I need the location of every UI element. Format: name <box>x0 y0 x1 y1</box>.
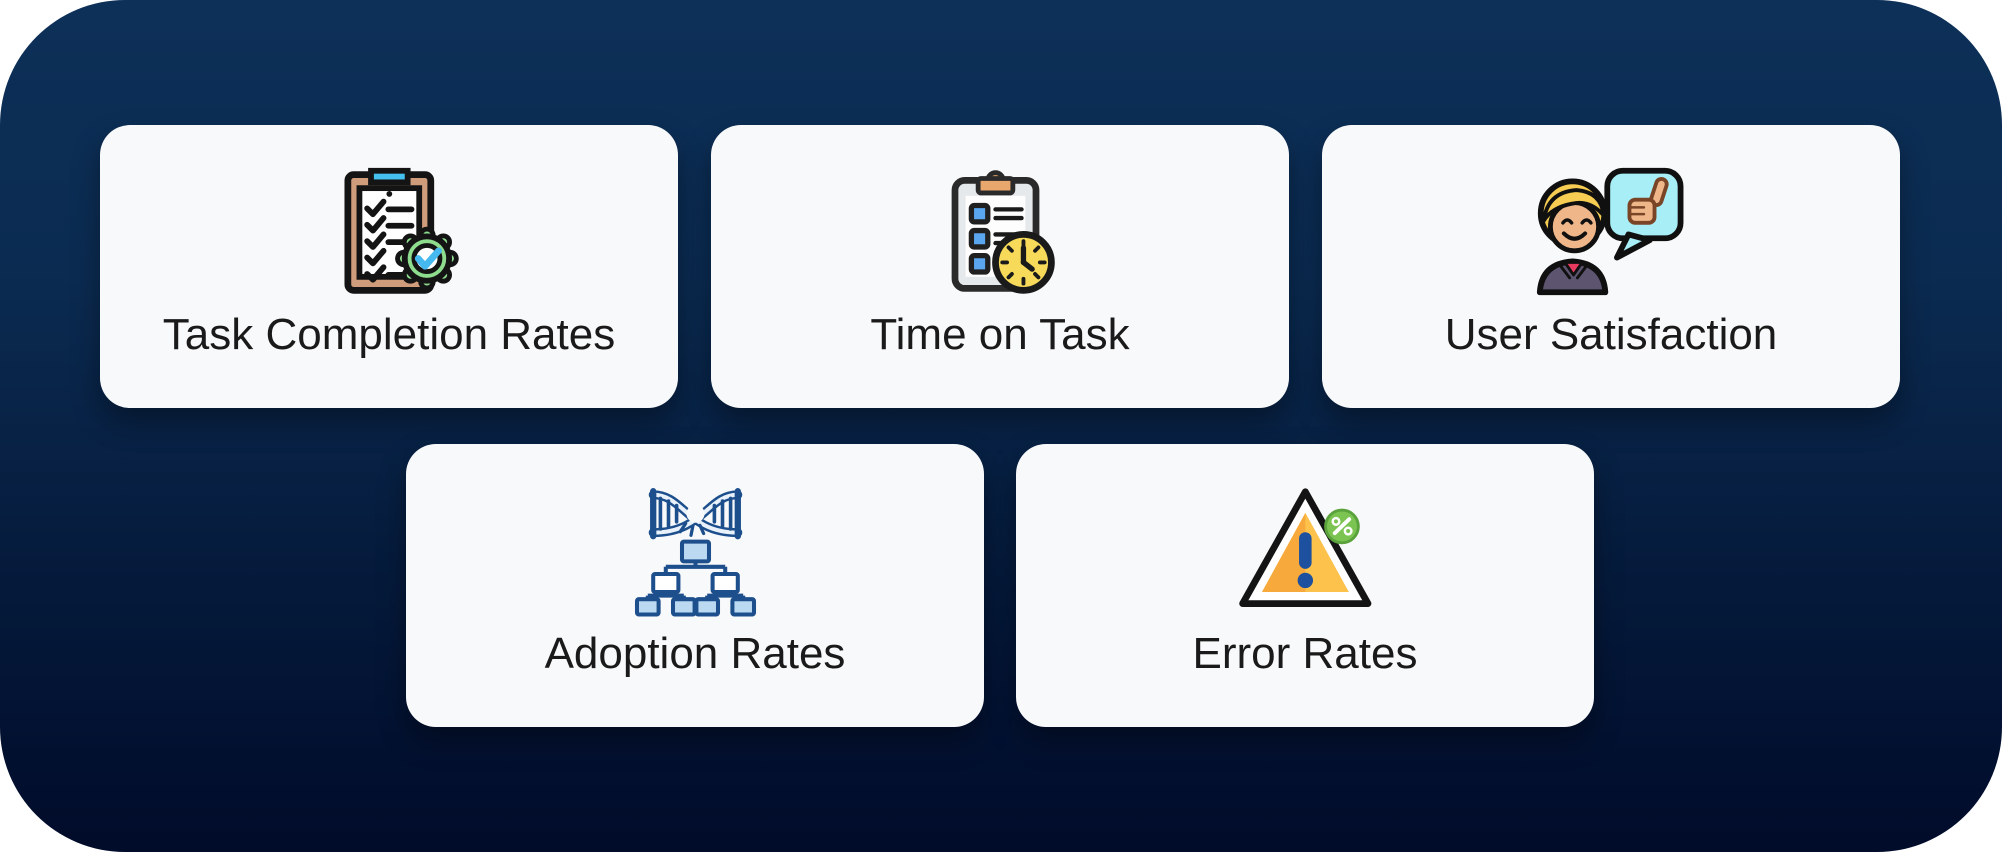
card-label: User Satisfaction <box>1444 310 1778 359</box>
card-adoption-rates: Adoption Rates <box>406 444 984 727</box>
dna-hierarchy-icon <box>628 482 763 620</box>
card-user-satisfaction: User Satisfaction <box>1322 125 1900 408</box>
card-error-rates: Error Rates <box>1016 444 1594 727</box>
checklist-verified-icon <box>317 163 462 301</box>
person-thumbs-up-icon <box>1534 163 1688 301</box>
card-label: Error Rates <box>1192 629 1418 678</box>
card-label: Task Completion Rates <box>162 310 616 359</box>
card-label: Adoption Rates <box>544 629 846 678</box>
warning-percent-icon <box>1233 482 1378 620</box>
clipboard-clock-icon <box>928 163 1073 301</box>
card-label: Time on Task <box>870 310 1130 359</box>
card-task-completion-rates: Task Completion Rates <box>100 125 678 408</box>
card-time-on-task: Time on Task <box>711 125 1289 408</box>
